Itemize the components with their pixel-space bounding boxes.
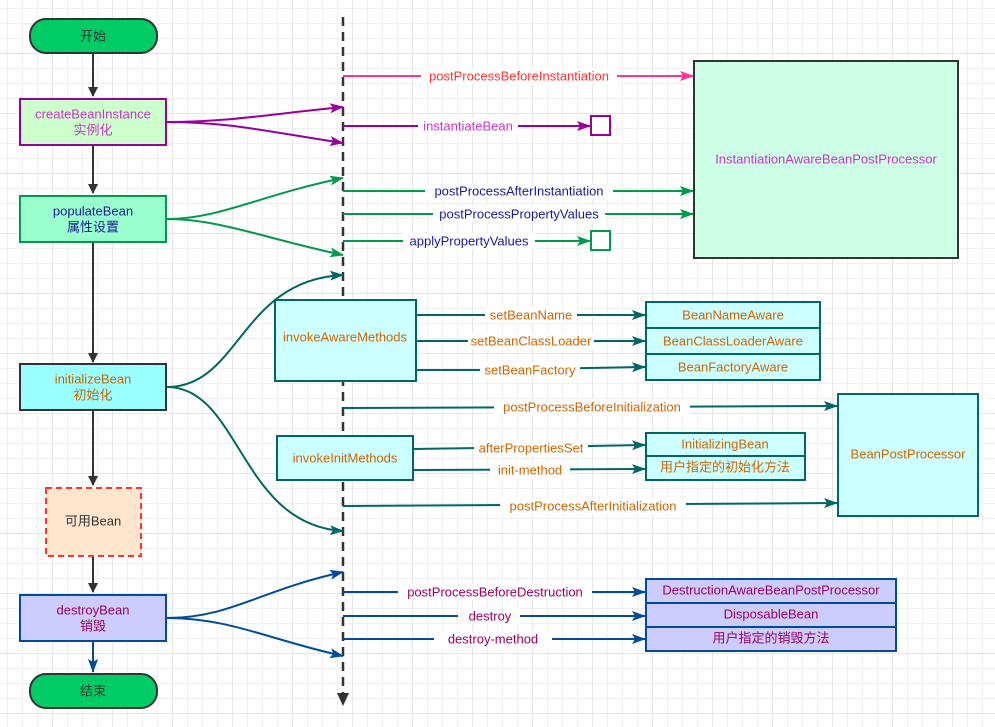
set-bean-name-label: setBeanName [490, 307, 572, 322]
custom-destroy-method-label: 用户指定的销毁方法 [712, 630, 829, 645]
create-curve-lower [166, 121, 344, 147]
edge-after-properties-set: afterPropertiesSet [412, 440, 646, 456]
start-node[interactable]: 开始 [29, 18, 158, 54]
destroy-curve-upper [166, 569, 344, 619]
destroy-bean-sublabel: 销毁 [80, 618, 106, 633]
create-bean-instance-label: createBeanInstance [35, 106, 151, 121]
start-label: 开始 [80, 28, 106, 43]
initialize-bean-label: initializeBean [55, 371, 132, 386]
available-bean-label: 可用Bean [65, 513, 121, 528]
aware-interfaces-stack: BeanNameAware BeanClassLoaderAware BeanF… [645, 301, 821, 381]
property-values-label: postProcessPropertyValues [439, 206, 599, 221]
instantiate-bean-target[interactable] [590, 115, 611, 136]
apply-property-values-label: applyPropertyValues [410, 233, 529, 248]
initialize-curve-upper [166, 270, 344, 388]
populate-bean-node[interactable]: populateBean 属性设置 [19, 195, 167, 243]
populate-bean-sublabel: 属性设置 [67, 219, 119, 234]
bean-class-loader-aware-label: BeanClassLoaderAware [663, 333, 803, 348]
destruction-aware-processor-label: DestructionAwareBeanPostProcessor [662, 582, 880, 597]
init-targets-stack: InitializingBean 用户指定的初始化方法 [645, 432, 806, 481]
apply-property-values-target[interactable] [590, 230, 611, 251]
destroy-bean-label: destroyBean [57, 602, 130, 617]
edge-init-method: init-method [412, 462, 646, 478]
custom-init-method-box[interactable] [645, 455, 806, 481]
bean-name-aware-label: BeanNameAware [682, 307, 784, 322]
before-instantiation-label: postProcessBeforeInstantiation [429, 68, 609, 83]
create-curve-upper [166, 103, 344, 123]
populate-bean-label: populateBean [53, 203, 133, 218]
end-node[interactable]: 结束 [29, 673, 158, 709]
edge-set-bean-factory: setBeanFactory [416, 362, 646, 378]
instantiation-aware-processor-label: InstantiationAwareBeanPostProcessor [715, 151, 937, 166]
after-initialization-label: postProcessAfterInitialization [510, 498, 677, 513]
set-bean-class-loader-label: setBeanClassLoader [471, 333, 592, 348]
bean-class-loader-aware-box[interactable] [645, 327, 821, 355]
destroy-bean-node[interactable]: destroyBean 销毁 [19, 594, 167, 642]
create-bean-instance-node[interactable]: createBeanInstance 实例化 [19, 98, 167, 146]
bean-name-aware-box[interactable] [645, 301, 821, 329]
invoke-init-methods-box[interactable]: invokeInitMethods [276, 435, 414, 481]
invoke-aware-methods-label: invokeAwareMethods [283, 329, 408, 344]
edge-destroy-method: destroy-method [343, 631, 646, 647]
edge-property-values: postProcessPropertyValues [343, 206, 694, 222]
destruction-targets-stack: DestructionAwareBeanPostProcessor Dispos… [645, 578, 897, 652]
before-destruction-label: postProcessBeforeDestruction [407, 584, 583, 599]
end-label: 结束 [80, 683, 106, 698]
init-method-label: init-method [498, 462, 562, 477]
initialize-curve-lower [166, 386, 344, 536]
custom-destroy-method-box[interactable] [645, 626, 897, 652]
edge-set-bean-class-loader: setBeanClassLoader [416, 333, 646, 349]
populate-curve-lower [166, 218, 344, 258]
destroy-method-label: destroy-method [448, 631, 538, 646]
set-bean-factory-label: setBeanFactory [484, 362, 576, 377]
after-properties-set-label: afterPropertiesSet [479, 440, 584, 455]
edge-before-destruction: postProcessBeforeDestruction [343, 584, 646, 600]
bean-factory-aware-label: BeanFactoryAware [678, 359, 788, 374]
custom-init-method-label: 用户指定的初始化方法 [660, 459, 790, 474]
edge-before-instantiation: postProcessBeforeInstantiation [343, 68, 694, 84]
edge-set-bean-name: setBeanName [416, 307, 646, 323]
bean-post-processor-box[interactable]: BeanPostProcessor [837, 393, 979, 517]
create-bean-instance-sublabel: 实例化 [73, 122, 112, 137]
destroy-curve-lower [166, 617, 344, 659]
initialize-bean-node[interactable]: initializeBean 初始化 [19, 363, 167, 411]
available-bean-node[interactable]: 可用Bean [45, 487, 142, 557]
after-instantiation-label: postProcessAfterInstantiation [434, 183, 603, 198]
instantiate-bean-label: instantiateBean [423, 118, 513, 133]
populate-curve-upper [166, 175, 344, 220]
edge-destroy: destroy [343, 608, 646, 624]
edge-before-initialization: postProcessBeforeInitialization [342, 399, 838, 415]
edge-instantiate-bean: instantiateBean [343, 118, 591, 134]
initializing-bean-label: InitializingBean [681, 436, 768, 451]
edge-after-initialization: postProcessAfterInitialization [342, 498, 838, 514]
instantiation-aware-processor-box[interactable]: InstantiationAwareBeanPostProcessor [693, 60, 959, 259]
bean-post-processor-label: BeanPostProcessor [851, 446, 967, 461]
invoke-aware-methods-box[interactable]: invokeAwareMethods [274, 299, 417, 382]
invoke-init-methods-label: invokeInitMethods [293, 450, 398, 465]
disposable-bean-label: DisposableBean [724, 606, 819, 621]
bean-factory-aware-box[interactable] [645, 353, 821, 381]
edge-apply-property-values: applyPropertyValues [343, 233, 591, 249]
timeline-arrow-icon [337, 693, 349, 706]
before-initialization-label: postProcessBeforeInitialization [503, 399, 681, 414]
initialize-bean-sublabel: 初始化 [73, 387, 112, 402]
destroy-label: destroy [469, 608, 512, 623]
edge-after-instantiation: postProcessAfterInstantiation [343, 183, 694, 199]
